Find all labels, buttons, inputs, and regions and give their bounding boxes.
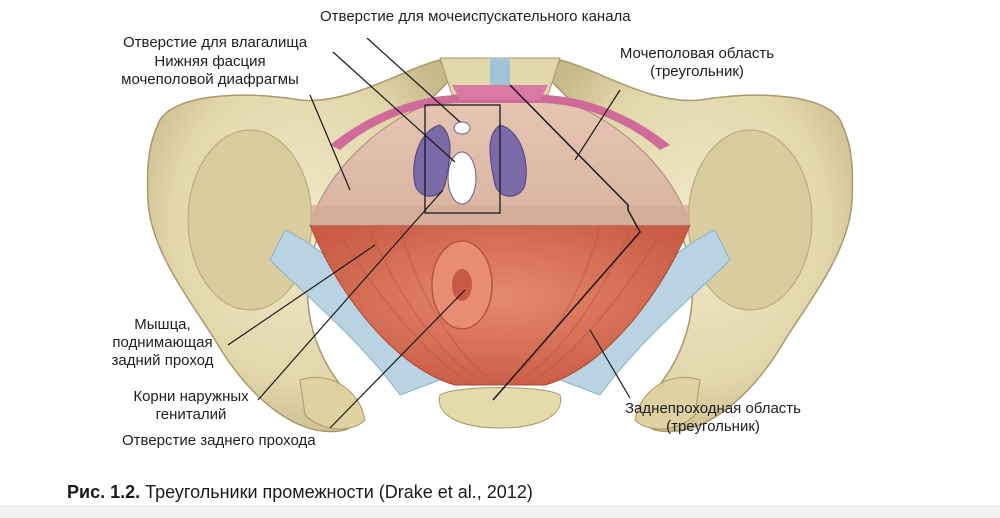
coccyx [438, 387, 562, 429]
label-urogenital-line1: Мочеполовая область [619, 45, 775, 62]
right-genital-root [489, 124, 527, 197]
anal-triangle-outline [492, 209, 641, 401]
leader-urogenital [574, 89, 621, 161]
leader-urethral [366, 37, 461, 123]
label-urethral-opening: Отверстие для мочеиспускательного канала [320, 8, 631, 25]
membrane-lower-band [310, 205, 690, 225]
leader-roots [257, 189, 444, 401]
urethra-tube [452, 85, 548, 100]
label-urogenital-region: Мочеполовая область (треугольник) [612, 45, 782, 81]
leader-anal [329, 289, 466, 429]
label-fascia: Нижняя фасция мочеполовой диафрагмы [100, 53, 320, 89]
label-anal-region: Заднепроходная область (треугольник) [618, 400, 808, 436]
label-roots-line1: Корни наружных [133, 388, 249, 405]
arcuate-pubic-ligament [330, 95, 670, 150]
label-anal-region-line1: Заднепроходная область [625, 400, 801, 417]
right-ischial-tuberosity [634, 376, 701, 430]
vaginal-opening-shape [447, 151, 477, 205]
label-anal-region-line2: (треугольник) [666, 418, 760, 435]
caption-text: Треугольники промежности (Drake et al., … [140, 482, 533, 502]
openings-box [424, 104, 501, 214]
leader-vaginal [332, 51, 456, 163]
leader-levator [227, 244, 376, 346]
label-roots-line2: гениталий [155, 406, 227, 423]
label-fascia-line2: мочеполовой диафрагмы [121, 71, 299, 88]
label-levator-ani: Мышца, поднимающая задний проход [100, 316, 225, 370]
urogenital-triangle-outline [509, 84, 629, 210]
urethral-opening-shape [453, 121, 471, 135]
anal-opening-shape [452, 269, 472, 301]
label-levator-line1: Мышца, [134, 316, 191, 333]
levator-ani-muscle [309, 224, 691, 386]
left-genital-root [413, 124, 451, 197]
label-anal-opening: Отверстие заднего прохода [122, 432, 316, 449]
label-genital-roots: Корни наружных гениталий [126, 388, 256, 424]
label-urogenital-line2: (треугольник) [650, 63, 744, 80]
label-vaginal-opening: Отверстие для влагалища [123, 34, 308, 51]
leader-lines [227, 37, 631, 429]
perineum-illustration [146, 37, 854, 433]
label-fascia-line1: Нижняя фасция [154, 53, 266, 70]
muscle-fibers [339, 227, 661, 383]
bottom-band [0, 505, 1000, 518]
left-ischial-tuberosity [299, 376, 366, 430]
symphysis-cartilage [490, 58, 510, 88]
leader-fascia [309, 94, 351, 191]
figure-caption: Рис. 1.2. Треугольники промежности (Drak… [67, 481, 533, 503]
label-levator-line2: поднимающая [112, 334, 213, 351]
label-levator-line3: задний проход [111, 352, 214, 369]
caption-number: Рис. 1.2. [67, 482, 141, 502]
leader-anal-region [589, 329, 631, 399]
